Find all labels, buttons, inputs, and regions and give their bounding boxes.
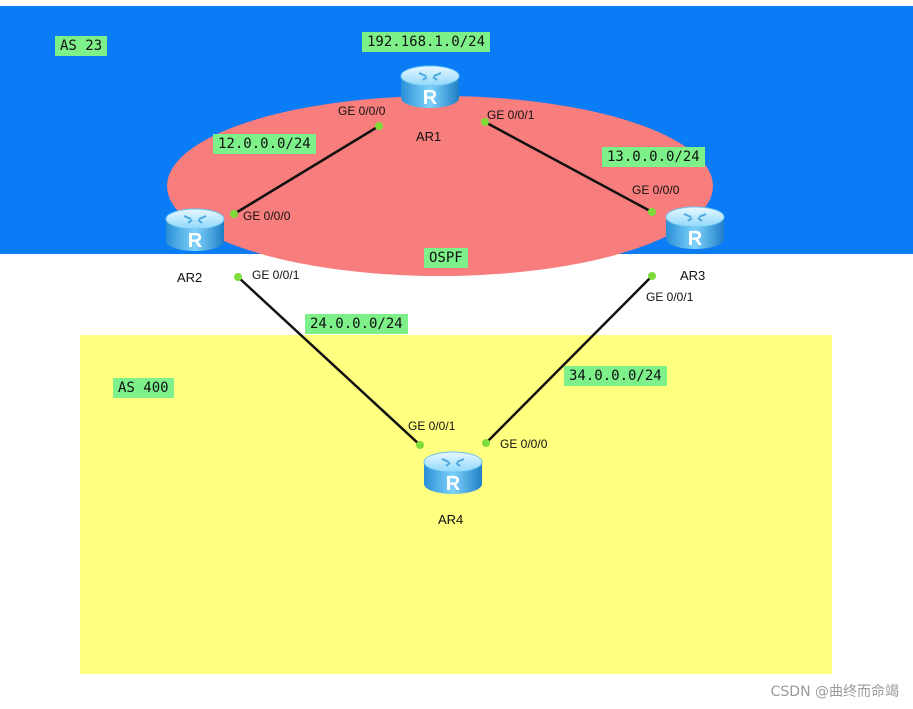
router-icon-ar1[interactable]: R [399, 64, 461, 110]
ospf-label: OSPF [424, 248, 468, 268]
port-dot-ar4-ge001 [416, 441, 424, 449]
port-label-ar3-ge001: GE 0/0/1 [646, 290, 694, 304]
network-12: 12.0.0.0/24 [213, 134, 316, 154]
port-dot-ar2-ge001 [234, 273, 242, 281]
watermark: CSDN @曲终而命竭 [770, 684, 899, 700]
ospf-area [167, 96, 713, 276]
network-24: 24.0.0.0/24 [305, 314, 408, 334]
link-ar1-ar3 [484, 120, 653, 214]
port-label-ar2-ge000: GE 0/0/0 [243, 209, 291, 223]
port-label-ar4-ge001: GE 0/0/1 [408, 419, 456, 433]
link-ar1-ar2 [233, 124, 380, 216]
link-ar2-ar4 [237, 276, 421, 446]
as400-zone [80, 335, 832, 674]
router-letter: R [423, 87, 438, 109]
router-name-ar1: AR1 [416, 129, 442, 144]
port-label-ar2-ge001: GE 0/0/1 [252, 268, 300, 282]
router-letter: R [688, 228, 703, 250]
network-192-168-1: 192.168.1.0/24 [362, 32, 491, 52]
port-label-ar1-ge001: GE 0/0/1 [487, 108, 535, 122]
port-label-ar1-ge000: GE 0/0/0 [338, 104, 386, 118]
router-icon-ar3[interactable]: R [664, 205, 726, 251]
as23-label: AS 23 [55, 36, 108, 56]
router-icon-ar4[interactable]: R [422, 450, 484, 496]
router-name-ar3: AR3 [680, 268, 706, 283]
link-ar3-ar4 [485, 275, 653, 444]
as400-label: AS 400 [113, 378, 174, 398]
port-dot-ar3-ge001 [648, 272, 656, 280]
network-34: 34.0.0.0/24 [564, 366, 667, 386]
router-letter: R [446, 473, 461, 495]
port-label-ar4-ge000: GE 0/0/0 [500, 437, 548, 451]
port-dot-ar1-ge001 [481, 118, 489, 126]
port-dot-ar4-ge000 [482, 439, 490, 447]
port-dot-ar1-ge000 [375, 122, 383, 130]
router-letter: R [188, 230, 203, 252]
port-dot-ar2-ge000 [230, 210, 238, 218]
router-icon-ar2[interactable]: R [164, 207, 226, 253]
router-name-ar2: AR2 [177, 270, 203, 285]
port-label-ar3-ge000: GE 0/0/0 [632, 183, 680, 197]
network-13: 13.0.0.0/24 [602, 147, 705, 167]
port-dot-ar3-ge000 [648, 208, 656, 216]
router-name-ar4: AR4 [438, 512, 464, 527]
